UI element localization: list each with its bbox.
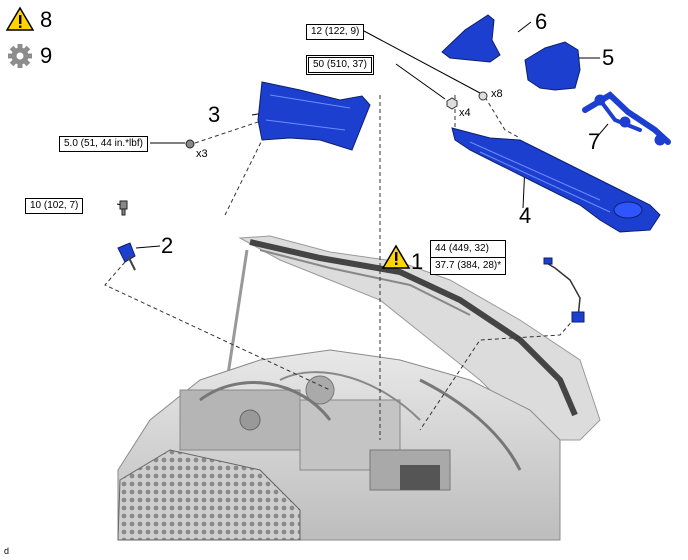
part-5-cover [524,41,581,91]
callout-7: 7 [588,129,601,154]
part-3-cowl-panel [257,81,371,151]
front-grille [117,449,301,541]
callout-1: 1 [411,249,424,274]
callout-8: 8 [40,7,53,32]
figure-code: d [4,546,10,556]
bolt-x4 [446,97,458,110]
callout-5: 5 [602,45,615,70]
callout-9: 9 [40,43,53,68]
quantity-x3: x3 [196,148,208,160]
torque-spec-10: 10 (102, 7) [25,198,84,214]
part-2-sensor [117,242,136,271]
torque-spec-sensor: 44 (449, 32) 37.7 (384, 28)* [430,240,507,275]
bolt-10 [119,200,128,216]
hood [238,235,601,441]
torque-spec-44: 44 (449, 32) [435,243,489,254]
torque-spec-12: 12 (122, 9) [306,24,365,40]
callout-2: 2 [161,233,174,258]
nut-x8 [478,91,488,101]
part-6-cover [441,14,501,63]
vehicle-engine-bay [117,235,601,541]
callout-3: 3 [208,102,221,127]
callout-4: 4 [519,203,532,228]
part-7-wiper-link [582,91,671,146]
callout-6: 6 [535,9,548,34]
quantity-x4: x4 [459,107,471,119]
caution-icon [5,6,35,31]
torque-spec-37: 37.7 (384, 28)* [431,257,506,274]
fasteners [119,91,488,216]
torque-spec-5: 5.0 (51, 44 in.*lbf) [59,136,148,152]
caution-icon [381,244,411,269]
part-1-sensor-harness [543,257,585,323]
gear-icon [8,44,32,68]
torque-spec-50: 50 (510, 37) [306,55,374,75]
quantity-x8: x8 [491,88,503,100]
nut-x3 [185,139,195,149]
